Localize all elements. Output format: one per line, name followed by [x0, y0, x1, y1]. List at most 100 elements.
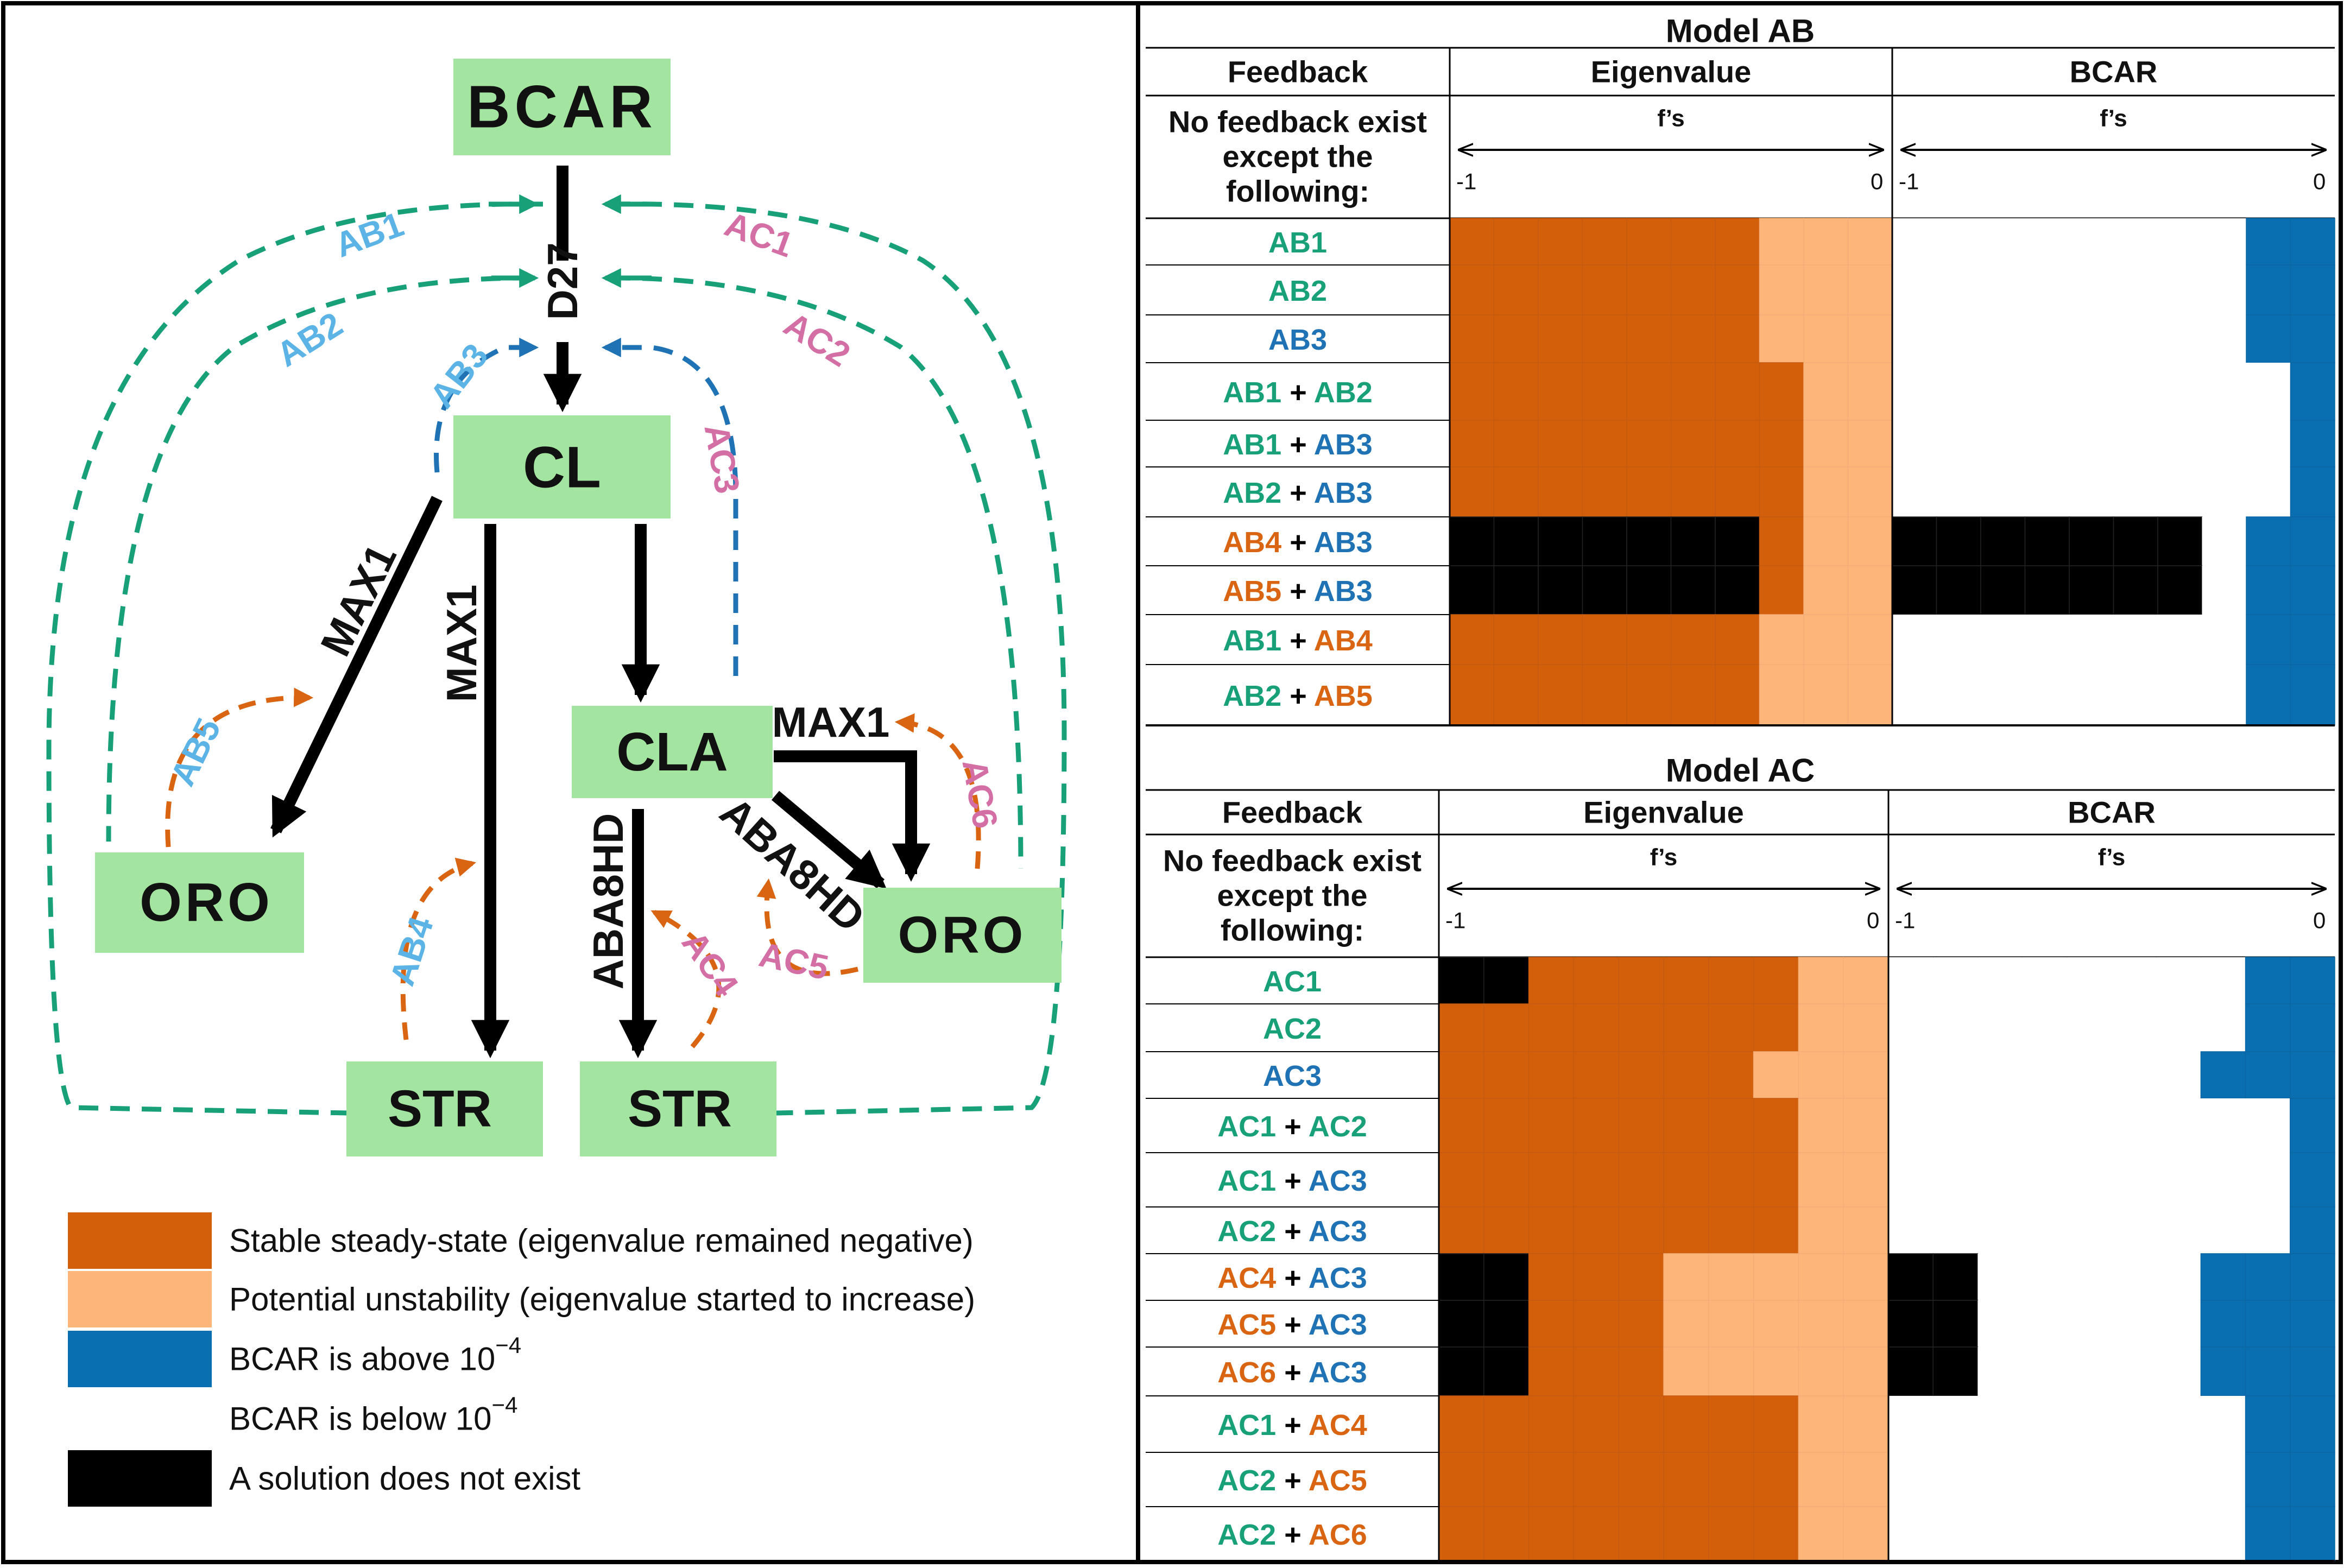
axis-min-eigenvalue: -1	[1456, 169, 1476, 194]
row-label-part: +	[1276, 1262, 1309, 1294]
bcar-cell	[2202, 566, 2246, 615]
axis-max-eigenvalue: 0	[1871, 169, 1883, 194]
eigen-cell	[1449, 466, 1495, 517]
row-label-part: AC1	[1263, 965, 1322, 998]
eigen-cell	[1798, 1003, 1844, 1052]
bcar-cell	[1892, 516, 1937, 566]
eigen-cell	[1708, 1395, 1754, 1453]
bcar-cell	[1888, 1098, 1934, 1153]
bcar-cell	[2113, 420, 2158, 467]
bcar-cell	[2290, 1253, 2335, 1301]
node-oro-left: ORO	[95, 852, 304, 953]
row-label-part: +	[1276, 1215, 1309, 1248]
eigen-cell	[1759, 420, 1804, 467]
row-label-part: +	[1281, 575, 1314, 608]
row-label-part: AB3	[1268, 324, 1327, 356]
eigen-cell	[1538, 420, 1583, 467]
bcar-cell	[2069, 615, 2114, 665]
feedback-ab1-path	[46, 201, 544, 1116]
bcar-cell	[1932, 1300, 1979, 1348]
bcar-cell	[2246, 363, 2291, 420]
row-label: AB2 + AB5	[1223, 680, 1373, 712]
table-row: AB2	[1268, 264, 2335, 315]
feedback-ab2-path	[106, 275, 533, 842]
table-row: AC1 + AC3	[1217, 1152, 2335, 1207]
subheader-line1: No feedback exist	[1163, 844, 1421, 878]
eigen-cell	[1493, 218, 1539, 265]
feedback-ac1-path	[610, 201, 1067, 1116]
bcar-cell	[1888, 1052, 1934, 1098]
eigen-cell	[1708, 957, 1754, 1004]
bcar-cell	[1933, 1396, 1978, 1452]
eigen-cell	[1618, 1300, 1664, 1348]
legend-swatch	[68, 1331, 212, 1387]
table-row: AB4 + AB3	[1223, 516, 2335, 566]
eigen-cell	[1582, 218, 1627, 265]
row-label-part: AC6	[1309, 1519, 1367, 1551]
node-oro-right: ORO	[863, 888, 1062, 983]
eigen-cell	[1670, 614, 1716, 665]
eigen-cell	[1759, 466, 1804, 517]
bcar-cell	[2112, 1153, 2157, 1207]
eigen-cell	[1715, 466, 1760, 517]
eigen-cell	[1483, 957, 1530, 1004]
bcar-cell	[1892, 420, 1937, 467]
bcar-cell	[1892, 315, 1937, 363]
bcar-cell	[2112, 1507, 2157, 1561]
eigen-cell	[1438, 957, 1484, 1004]
eigen-cell	[1573, 1300, 1619, 1348]
fs-label-eigenvalue: f’s	[1657, 105, 1685, 132]
eigen-cell	[1626, 466, 1672, 517]
eigen-cell	[1493, 466, 1539, 517]
bcar-cell	[2067, 1052, 2112, 1098]
row-label: AB1 + AB2	[1223, 376, 1373, 409]
bcar-cell	[2156, 1254, 2201, 1300]
eigen-cell	[1573, 1152, 1619, 1207]
eigen-cell	[1538, 466, 1583, 517]
edge-max1-cla	[774, 750, 931, 882]
bcar-cell	[2022, 957, 2067, 1004]
bcar-cell	[2067, 1300, 2112, 1347]
axis-max-bcar: 0	[2313, 169, 2326, 194]
bcar-cell	[2246, 614, 2291, 665]
eigen-cell	[1670, 516, 1716, 566]
bcar-cell	[2024, 516, 2070, 566]
eigen-cell	[1573, 957, 1619, 1004]
bcar-cell	[1977, 1153, 2023, 1207]
eigen-cell	[1798, 1206, 1844, 1254]
eigen-cell	[1663, 1003, 1709, 1052]
bcar-cell	[2113, 363, 2158, 420]
column-header-bcar: BCAR	[2068, 795, 2156, 830]
eigen-cell	[1798, 1452, 1844, 1507]
eigen-cell	[1528, 1346, 1575, 1396]
bcar-cell	[2245, 1300, 2291, 1348]
feedback-ab3-path	[434, 338, 539, 473]
bcar-cell	[1888, 1153, 1934, 1207]
eigen-cell	[1663, 1253, 1709, 1301]
eigen-cell	[1708, 1346, 1754, 1396]
row-label: AC1	[1263, 965, 1322, 998]
bcar-cell	[1888, 1004, 1934, 1052]
eigen-cell	[1753, 957, 1799, 1004]
legend-label: A solution does not exist	[229, 1460, 580, 1497]
row-label-part: AC2	[1309, 1110, 1367, 1143]
bcar-cell	[2156, 1507, 2201, 1561]
eigen-cell	[1798, 1253, 1844, 1301]
bcar-cell	[2025, 615, 2069, 665]
bcar-cell	[1932, 1253, 1979, 1301]
eigen-cell	[1759, 516, 1804, 566]
eigen-cell	[1847, 614, 1893, 665]
eigen-cell	[1582, 362, 1627, 421]
table-row: AC2 + AC6	[1217, 1506, 2335, 1561]
row-label-part: +	[1281, 428, 1314, 461]
column-header-eigenvalue: Eigenvalue	[1591, 55, 1752, 89]
bcar-cell	[1933, 1207, 1978, 1254]
node-cl-label: CL	[523, 434, 601, 500]
bcar-cell	[2022, 1254, 2067, 1300]
bcar-cell	[1888, 1300, 1934, 1348]
legend-label: BCAR is above 10−4	[229, 1332, 521, 1377]
bcar-cell	[2157, 516, 2203, 566]
bcar-cell	[2290, 264, 2335, 315]
eigen-cell	[1803, 218, 1849, 265]
bcar-cell	[1977, 957, 2023, 1004]
